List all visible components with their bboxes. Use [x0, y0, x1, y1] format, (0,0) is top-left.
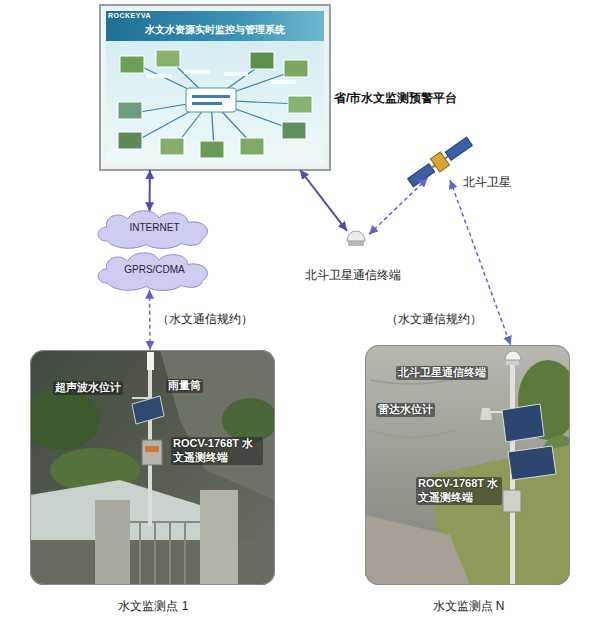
station-photo [370, 375, 470, 474]
cloud-label: GPRS/CDMA [124, 264, 185, 277]
cloud-label: INTERNET [130, 222, 180, 235]
station-photo [380, 465, 440, 474]
screen-picture [118, 102, 142, 119]
cloud-shape [92, 206, 217, 250]
dashed-link [450, 180, 511, 345]
station-photo [142, 440, 162, 465]
screen-picture [186, 88, 236, 112]
screen-picture [224, 72, 248, 76]
satellite-picture [445, 137, 472, 160]
station-photo [30, 540, 275, 585]
screen-picture [146, 70, 296, 84]
satellite-picture [408, 164, 435, 187]
station-photo: 水文监测点 1超声波水位计雨量筒ROCV-1768T 水文遥测终端 [30, 350, 275, 585]
platform-screen: ROCKEYVA水文水资源实时监控与管理系统省/市水文监测预警平台 [100, 5, 330, 170]
station-photo [154, 522, 156, 585]
screen-picture [146, 74, 172, 78]
part-label: 超声波水位计 [53, 381, 123, 395]
screen-picture [200, 141, 224, 158]
solid-link [149, 170, 151, 211]
screen-picture [100, 5, 330, 170]
station-photo: 水文监测点 N北斗卫星通信终端雷达水位计ROCV-1768T 水文遥测终端 [365, 345, 570, 585]
terminal-icon: 北斗卫星通信终端 [343, 226, 369, 250]
screen-title: 水文水资源实时监控与管理系统 [100, 24, 330, 37]
dashed-link [149, 290, 151, 350]
logo-text: ROCKEYVA [108, 12, 151, 21]
cloud-shape [92, 248, 217, 292]
satellite-icon: 北斗卫星 [415, 145, 465, 180]
station-photo [505, 351, 521, 360]
screen-picture [184, 70, 210, 74]
terminal-label: 北斗卫星通信终端 [305, 268, 401, 283]
station-photo [480, 408, 492, 420]
station-photo [508, 446, 556, 480]
solid-link [300, 170, 347, 231]
station-photo [200, 490, 238, 585]
screen-picture [118, 50, 312, 158]
station-photo [222, 398, 275, 442]
screen-picture [192, 95, 230, 98]
screen-picture [100, 5, 330, 170]
screen-picture [282, 122, 306, 139]
network-cloud: GPRS/CDMA [92, 248, 217, 292]
terminal-picture [347, 231, 365, 241]
station-photo [30, 390, 100, 450]
screen-picture [250, 52, 274, 69]
station-photo [132, 397, 150, 399]
screen-picture [270, 80, 296, 84]
cloud-shape [98, 211, 207, 249]
station-photo [370, 375, 470, 384]
station-photo [169, 522, 171, 585]
screen-picture [120, 56, 144, 73]
satellite-label: 北斗卫星 [463, 175, 511, 190]
satellite-picture [430, 152, 449, 172]
platform-heading: 省/市水文监测预警平台 [334, 91, 457, 106]
station-photo [370, 430, 455, 438]
station-photo [130, 522, 200, 585]
screen-picture [160, 138, 184, 155]
station-photo [365, 515, 470, 585]
part-label: ROCV-1768T 水文遥测终端 [416, 477, 502, 505]
network-cloud: INTERNET [92, 206, 217, 250]
screen-picture [138, 62, 298, 148]
edge-label: （水文通信规约） [156, 312, 254, 327]
station-photo [184, 522, 186, 585]
screen-picture [284, 60, 308, 77]
satellite-picture [406, 135, 474, 189]
screen-picture [106, 11, 324, 164]
station-photo [30, 350, 275, 585]
part-label: ROCV-1768T 水文遥测终端 [171, 437, 263, 465]
station-photo [503, 490, 521, 512]
screen-picture [106, 11, 324, 41]
station-photo [502, 404, 544, 442]
screen-picture [192, 102, 222, 105]
station-photo [139, 522, 141, 585]
part-label: 北斗卫星通信终端 [396, 366, 488, 380]
screen-picture [240, 138, 264, 155]
terminal-picture [347, 231, 365, 246]
station-photo [506, 360, 519, 365]
screen-picture [118, 132, 142, 149]
station-photo [30, 350, 275, 585]
cloud-shape [98, 253, 207, 291]
station-photo [145, 446, 159, 452]
station-photo [147, 352, 154, 370]
part-label: 雨量筒 [166, 379, 203, 393]
station-photo [365, 345, 570, 585]
station-caption: 水文监测点 1 [31, 599, 276, 614]
station-photo [95, 500, 130, 585]
dashed-link [369, 178, 428, 234]
screen-picture [156, 50, 180, 67]
part-label: 雷达水位计 [376, 403, 435, 417]
screen-picture [288, 96, 312, 113]
edge-label: （水文通信规约） [385, 312, 483, 327]
station-caption: 水文监测点 N [366, 599, 571, 614]
station-photo [132, 396, 164, 424]
